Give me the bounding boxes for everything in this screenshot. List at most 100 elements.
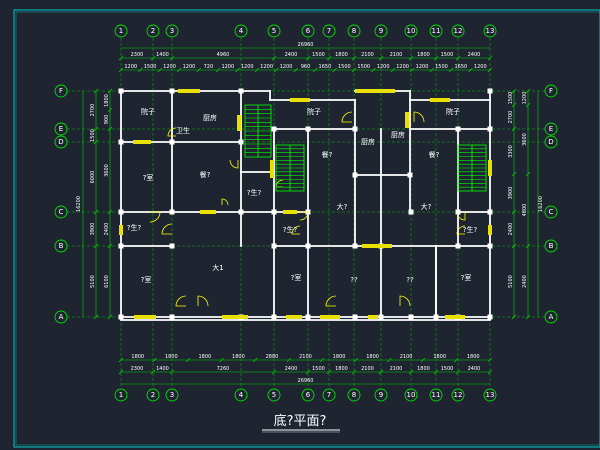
dimension-label: 2700 xyxy=(508,111,514,124)
axis-bubble-label: 7 xyxy=(327,391,331,399)
axis-bubble xyxy=(114,24,128,38)
walls xyxy=(118,88,493,321)
drawing-frame xyxy=(13,9,600,448)
dimension-label: 1400 xyxy=(156,52,169,58)
column xyxy=(487,209,493,215)
window-int xyxy=(283,210,297,214)
axis-bubble-label: A xyxy=(549,313,554,321)
dimension-tick xyxy=(169,55,175,61)
axis-bubble xyxy=(267,24,281,38)
room-yard-left: 院子 xyxy=(141,107,155,116)
dimension-label: 1200 xyxy=(416,64,429,70)
dimension-label: 1500 xyxy=(435,64,448,70)
axis-bubble xyxy=(347,388,361,402)
dimension-tick xyxy=(371,67,376,73)
dimension-tick xyxy=(433,55,439,61)
column xyxy=(352,172,358,178)
column xyxy=(455,243,461,249)
column xyxy=(118,243,124,249)
window-bottom xyxy=(134,315,156,319)
dimension-label: 1200 xyxy=(280,64,293,70)
axis-bubble xyxy=(267,388,281,402)
dimension-tick xyxy=(387,357,392,363)
axis-bubble-label: 9 xyxy=(379,27,383,35)
axis-bubble-label: 13 xyxy=(486,27,495,35)
dimension-label: 6100 xyxy=(104,275,110,288)
axis-bubble xyxy=(483,388,497,402)
column xyxy=(305,243,311,249)
dimension-label: 2880 xyxy=(266,354,279,360)
dimension-tick xyxy=(185,357,191,363)
door-swing xyxy=(413,111,425,123)
axis-bubble-label: F xyxy=(59,87,63,95)
dimension-tick xyxy=(390,67,396,73)
axis-bubble xyxy=(54,84,68,98)
dimension-tick xyxy=(408,369,414,375)
dimension-label: 1200 xyxy=(241,64,254,70)
window-top xyxy=(430,98,450,102)
dimension-tick xyxy=(312,67,318,73)
axis-bubble xyxy=(146,24,160,38)
dimension-tick xyxy=(157,67,163,73)
room-unk-mid-b: ?? xyxy=(406,276,414,284)
dimension-tick xyxy=(525,243,531,249)
axis-bubble xyxy=(54,122,68,136)
dimension-tick xyxy=(511,314,517,320)
dimension-label: 7260 xyxy=(217,366,230,372)
door-entrance-left xyxy=(197,295,209,307)
dimension-tick xyxy=(525,88,531,94)
dimension-tick xyxy=(319,357,325,363)
dimension-label: 1800 xyxy=(333,354,346,360)
dimension-tick xyxy=(408,55,414,61)
door-swing xyxy=(456,211,466,221)
dimension-label: 1200 xyxy=(522,92,528,105)
windows-and-doors xyxy=(119,89,492,319)
dimension-tick xyxy=(487,369,493,375)
axis-bubble-label: C xyxy=(549,208,554,216)
dimension-label: 1200 xyxy=(396,64,409,70)
column xyxy=(487,88,493,94)
column xyxy=(169,243,175,249)
dimension-label: 1800 xyxy=(131,354,144,360)
window-int xyxy=(270,160,274,178)
dimension-tick xyxy=(274,67,279,73)
dimension-label: 1500 xyxy=(441,366,454,372)
window-int xyxy=(405,112,409,128)
axis-bubble-label: 2 xyxy=(151,391,155,399)
dimension-label: 1800 xyxy=(335,52,348,58)
column xyxy=(352,314,358,320)
axis-bubble-label: B xyxy=(59,242,64,250)
dimension-tick xyxy=(448,67,454,73)
room-kitchen-left: 厨房 xyxy=(203,113,217,122)
drawing-title: 底?平面? xyxy=(274,413,327,429)
window-bottom xyxy=(286,315,302,319)
dimension-label: 900 xyxy=(104,115,110,125)
dimension-total-right: 16200 xyxy=(538,196,544,212)
dimension-tick xyxy=(511,102,517,108)
axis-bubble xyxy=(451,24,465,38)
dimension-label: 2100 xyxy=(361,52,374,58)
dimension-label: 2300 xyxy=(131,52,144,58)
dimension-tick xyxy=(433,369,439,375)
dimension-tick xyxy=(378,55,384,61)
dimension-tick xyxy=(176,67,182,73)
dimension-tick xyxy=(215,67,221,73)
dimension-label: 1200 xyxy=(474,64,487,70)
dimension-label: 1800 xyxy=(232,354,245,360)
axis-bubble xyxy=(374,388,388,402)
dimension-tick xyxy=(107,209,113,215)
dimension-tick xyxy=(487,357,493,363)
dimension-total-top: 26960 xyxy=(298,42,314,48)
dimension-tick xyxy=(93,139,99,145)
axis-bubble-label: 8 xyxy=(352,391,356,399)
dimension-label: 2400 xyxy=(522,275,528,288)
room-bath-left-top: 卫生 xyxy=(176,126,190,135)
dimension-tick xyxy=(93,209,99,215)
dimension-tick xyxy=(286,357,292,363)
dimension-label: 1500 xyxy=(357,64,370,70)
dimension-tick xyxy=(93,314,99,320)
column xyxy=(455,126,461,132)
dimension-label: 2400 xyxy=(468,52,481,58)
door-entrance-left xyxy=(175,295,187,307)
dimension-tick xyxy=(487,67,493,73)
